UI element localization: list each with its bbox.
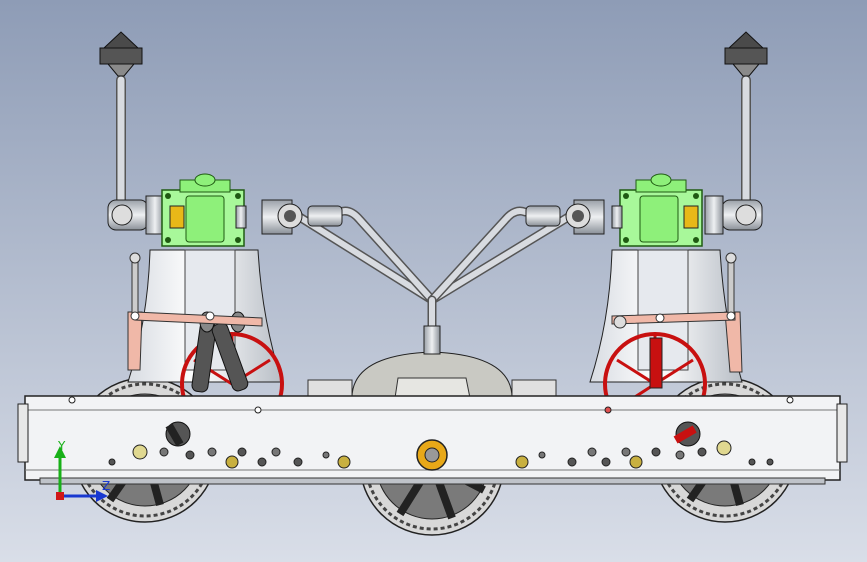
frame-knob-left [165,421,191,447]
lower-rail [39,477,826,485]
z-axis-arrowhead [96,490,108,502]
valve-chest-left [161,173,247,247]
z-axis-label: Z [102,479,110,493]
y-axis-label: Y [57,439,66,453]
x-axis-marker [56,492,64,500]
center-saddle [307,351,557,399]
pipe-coupling-right [525,199,605,235]
y-axis-arrowhead [54,446,66,458]
exhaust-elbow-right [704,195,763,235]
valve-linkage-left [127,252,263,371]
pipe-coupling-left [261,199,343,235]
chimney-cap-left [99,31,143,77]
valve-chest-right [611,173,703,247]
valve-linkage-right [611,252,743,373]
frame-bolts [68,396,794,469]
chimney-cap-right [724,31,768,77]
frame-knob-right [673,421,701,447]
pipe-junction [423,325,441,355]
center-axle-nut [416,439,448,471]
coordinate-triad: Y Z [54,439,110,502]
exhaust-elbow-left [107,195,165,235]
